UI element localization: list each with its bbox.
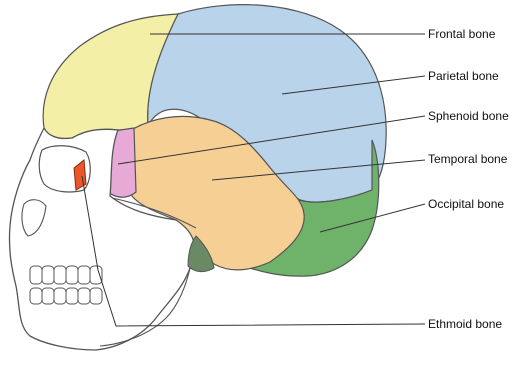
upper-teeth — [30, 266, 102, 284]
label-occipital-bone: Occipital bone — [428, 197, 504, 211]
label-temporal-bone: Temporal bone — [428, 152, 507, 166]
label-ethmoid-bone: Ethmoid bone — [428, 317, 502, 331]
label-parietal-bone: Parietal bone — [428, 69, 499, 83]
label-frontal-bone: Frontal bone — [428, 27, 495, 41]
label-sphenoid-bone: Sphenoid bone — [428, 109, 509, 123]
lower-teeth — [30, 288, 102, 304]
